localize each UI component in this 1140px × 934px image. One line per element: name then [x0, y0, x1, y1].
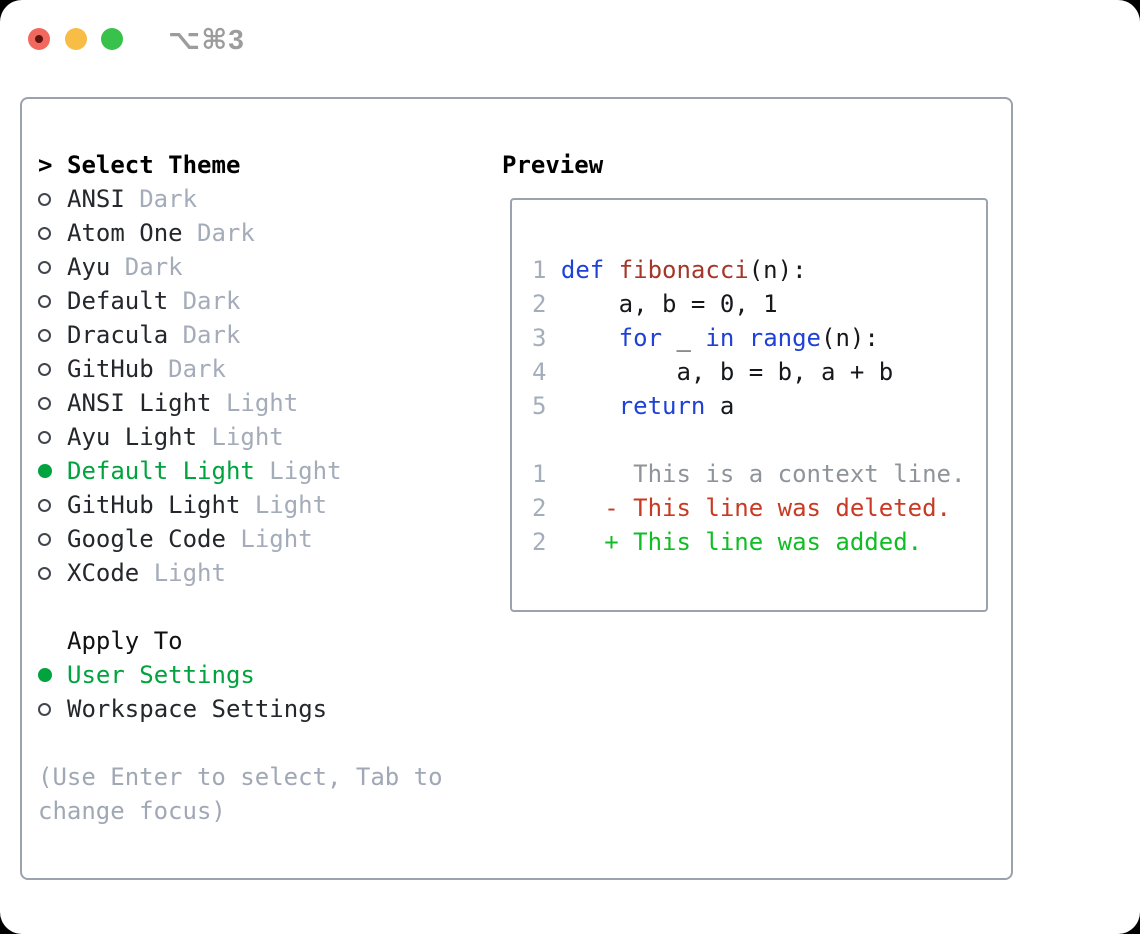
radio-icon	[38, 702, 51, 716]
radio-icon	[38, 430, 51, 444]
theme-name: Default Light	[67, 457, 255, 485]
preview-diff-line-deleted: 2 - This line was deleted.	[532, 491, 986, 525]
line-number: 4	[532, 358, 547, 386]
line-number: 1	[532, 256, 547, 284]
close-button-dot	[35, 35, 43, 43]
close-button-icon[interactable]	[28, 28, 50, 50]
theme-option-atom-one[interactable]: Atom One Dark	[38, 216, 443, 250]
theme-option-dracula[interactable]: Dracula Dark	[38, 318, 443, 352]
radio-icon	[38, 498, 51, 512]
theme-variant-badge: Light	[153, 559, 226, 587]
radio-icon	[38, 328, 51, 342]
theme-variant-badge: Light	[269, 457, 342, 485]
line-number: 5	[532, 392, 547, 420]
theme-variant-badge: Dark	[182, 287, 241, 315]
line-number: 2	[532, 290, 547, 318]
theme-option-default-light[interactable]: Default Light Light	[38, 454, 443, 488]
radio-icon	[38, 566, 51, 580]
theme-name: Default	[67, 287, 169, 315]
hint-text-line1: (Use Enter to select, Tab to	[38, 763, 443, 791]
theme-option-ayu-light[interactable]: Ayu Light Light	[38, 420, 443, 454]
apply-option-label: Workspace Settings	[67, 695, 328, 723]
apply-option-workspace-settings[interactable]: Workspace Settings	[38, 692, 443, 726]
titlebar: ⌥⌘3	[0, 0, 1140, 80]
spacer	[38, 590, 443, 624]
theme-name: Dracula	[67, 321, 169, 349]
theme-option-ansi-light[interactable]: ANSI Light Light	[38, 386, 443, 420]
select-theme-header-row: > Select Theme	[38, 148, 443, 182]
theme-option-default[interactable]: Default Dark	[38, 284, 443, 318]
theme-option-github[interactable]: GitHub Dark	[38, 352, 443, 386]
line-number: 2	[532, 528, 547, 556]
radio-selected-icon	[38, 668, 52, 682]
theme-variant-badge: Light	[240, 525, 313, 553]
preview-diff-line-context: 1 This is a context line.	[532, 457, 986, 491]
apply-to-header: Apply To	[67, 627, 183, 655]
theme-name: Google Code	[67, 525, 226, 553]
theme-name: Atom One	[67, 219, 183, 247]
theme-variant-badge: Dark	[168, 355, 226, 383]
theme-variant-badge: Light	[225, 389, 299, 417]
line-number: 3	[532, 324, 547, 352]
spacer	[532, 423, 986, 457]
theme-name: GitHub	[67, 355, 154, 383]
theme-option-ayu[interactable]: Ayu Dark	[38, 250, 443, 284]
spacer	[38, 726, 443, 760]
theme-variant-badge: Dark	[124, 253, 183, 281]
preview-code-line: 2 a, b = 0, 1	[532, 287, 986, 321]
theme-option-xcode[interactable]: XCode Light	[38, 556, 443, 590]
apply-option-user-settings[interactable]: User Settings	[38, 658, 443, 692]
theme-variant-badge: Dark	[139, 185, 198, 213]
zoom-button-icon[interactable]	[101, 28, 123, 50]
radio-icon	[38, 396, 51, 410]
radio-icon	[38, 362, 51, 376]
theme-name: ANSI Light	[67, 389, 212, 417]
theme-variant-badge: Dark	[197, 219, 255, 247]
preview-code-line: 4 a, b = b, a + b	[532, 355, 986, 389]
radio-icon	[38, 294, 51, 308]
preview-header: Preview	[502, 151, 604, 179]
apply-to-header-row: Apply To	[38, 624, 443, 658]
focus-caret: >	[38, 151, 53, 179]
theme-option-google-code[interactable]: Google Code Light	[38, 522, 443, 556]
theme-option-ansi[interactable]: ANSI Dark	[38, 182, 443, 216]
radio-icon	[38, 226, 51, 240]
apply-option-label: User Settings	[67, 661, 255, 689]
radio-selected-icon	[38, 464, 52, 478]
radio-icon	[38, 260, 51, 274]
preview-code-line: 3 for _ in range(n):	[532, 321, 986, 355]
radio-icon	[38, 532, 51, 546]
minimize-button-icon[interactable]	[65, 28, 87, 50]
radio-icon	[38, 192, 51, 206]
theme-variant-badge: Light	[211, 423, 284, 451]
theme-variant-badge: Light	[254, 491, 328, 519]
hint-text-line2: change focus)	[38, 797, 226, 825]
theme-name: ANSI	[67, 185, 125, 213]
theme-variant-badge: Dark	[182, 321, 241, 349]
preview-diff-line-added: 2 + This line was added.	[532, 525, 986, 559]
window-title: ⌥⌘3	[168, 24, 245, 55]
theme-name: Ayu Light	[67, 423, 198, 451]
line-number: 2	[532, 494, 547, 522]
theme-name: GitHub Light	[67, 491, 241, 519]
line-number: 1	[532, 460, 547, 488]
theme-name: Ayu	[67, 253, 111, 281]
select-theme-header: Select Theme	[67, 151, 241, 179]
theme-option-github-light[interactable]: GitHub Light Light	[38, 488, 443, 522]
preview-code-line: 5 return a	[532, 389, 986, 423]
theme-name: XCode	[67, 559, 140, 587]
